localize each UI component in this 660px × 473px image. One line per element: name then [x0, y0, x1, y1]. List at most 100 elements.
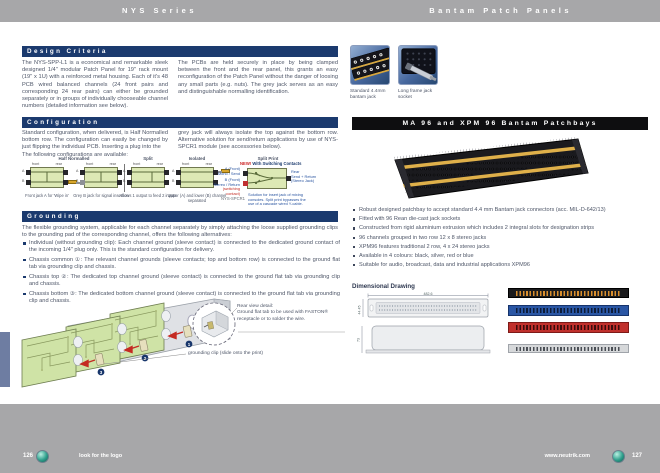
product-caption-long-frame: Long frame jack socket: [398, 89, 433, 100]
feature-bullet: Suitable for audio, broadcast, data and …: [352, 262, 650, 269]
height-dim-label: 44.45: [358, 306, 362, 315]
config-label-split-print: Split Print: [257, 156, 279, 161]
trace-graphic: [181, 171, 213, 183]
rear-view-note: Rear view detail: Ground flat tab to be …: [237, 304, 329, 322]
config-diagram-split: front rear A B: [123, 162, 169, 188]
new-badge: NEW! With Switching Contacts: [240, 161, 314, 166]
grounding-bullet: Chassis top ②: The dedicated top channel…: [22, 274, 340, 288]
design-criteria-col1: The NYS-SPP-L1 is a economical and remar…: [22, 60, 168, 110]
jack-icon: [117, 170, 122, 175]
rear-label: rear: [205, 162, 212, 166]
jack-icon: [26, 180, 31, 185]
config-diagram-isolated: front rear A B: [172, 162, 218, 188]
patchbay-variant-black: [508, 288, 629, 298]
diagram-divider: [124, 164, 125, 192]
grounding-intro: The flexible grounding system, applicabl…: [22, 225, 338, 239]
front-label: front: [32, 162, 40, 166]
jack-icon: [164, 170, 169, 175]
jack-b-label: B: [172, 179, 175, 183]
config-caption-2: Grey B jack for signal insertion: [73, 193, 129, 198]
jack-icon: [213, 180, 218, 185]
jack-b-label: B: [22, 179, 25, 183]
config-label-half-normalled: Half Normalled: [58, 156, 90, 161]
trace-graphic: [132, 171, 164, 183]
section-design-criteria-title: Design Criteria: [22, 46, 338, 57]
section-grounding-title: Grounding: [22, 211, 338, 222]
jack-icon: [63, 170, 68, 175]
config-label-split: Split: [143, 156, 153, 161]
page-footer: 126 look for the logo www.neutrik.com 12…: [0, 404, 660, 473]
feature-bullet: Fitted with 96 Rean die-cast jack socket…: [352, 216, 650, 223]
jack-icon: [63, 180, 68, 185]
jack-a-label: A: [22, 169, 25, 173]
spcr-switching-label: (switching contact): [222, 186, 240, 196]
trace-graphic: [85, 171, 117, 183]
jack-icon: [127, 180, 132, 185]
design-criteria-col2: The PCBs are held securely in place by b…: [178, 60, 338, 95]
bantam-jack-graphic: [351, 47, 389, 81]
page-index-tab: [0, 332, 10, 387]
header-category-title: Bantam Patch Panels: [429, 6, 572, 15]
patchbay-photo: [393, 137, 589, 199]
plug-icon: [218, 169, 230, 173]
depth-dim-label: 73: [357, 338, 361, 342]
section-configuration-title: Configuration: [22, 117, 338, 128]
neutrik-logo: [36, 450, 49, 463]
feature-bullet: 96 channels grouped in two row 12 x 8 st…: [352, 235, 650, 242]
rear-label: rear: [156, 162, 163, 166]
config-diagram-half-normalled-b: front rear A B: [76, 162, 122, 188]
jack-icon: [26, 170, 31, 175]
step-marker-2: 2: [144, 356, 147, 361]
spcr-note: Solution for insert jack of mixing conso…: [248, 192, 306, 207]
config-label-isolated: Isolated: [188, 156, 206, 161]
red-jack-icon: [243, 181, 248, 186]
configuration-col2: grey jack will always isolate the top ag…: [178, 130, 338, 151]
jack-icon: [176, 180, 181, 185]
jack-icon: [127, 170, 132, 175]
config-diagram-half-normalled-a: front rear A B: [22, 162, 68, 188]
configuration-col1: Standard configuration, when delivered, …: [22, 130, 168, 151]
product-photo-long-frame-socket: [398, 45, 438, 85]
jack-icon: [243, 171, 248, 176]
grounding-bullet-list: Individual (without grounding clip): Eac…: [22, 240, 340, 307]
feature-bullet: XPM96 features traditional 2 row, 4 x 24…: [352, 244, 650, 251]
patchbay-banner-title: MA 96 and XPM 96 Bantam Patchbays: [352, 117, 648, 130]
feature-bullet: Available in 4 colours: black, silver, r…: [352, 253, 650, 260]
footer-tagline: look for the logo: [79, 453, 123, 459]
spcr-model-label: NYS-SPCR1: [221, 196, 245, 201]
jack-icon: [213, 170, 218, 175]
patchbay-variant-red: [508, 322, 629, 333]
page-header: NYS Series Bantam Patch Panels: [0, 0, 660, 22]
dimensional-drawing-title: Dimensional Drawing: [352, 283, 415, 290]
product-photo-bantam-jack: [350, 45, 390, 85]
jack-icon: [80, 170, 85, 175]
config-caption-4: Upper (A) and lower (B) channel separate…: [167, 193, 227, 204]
grounding-bullet: Chassis common ①: The relevant channel g…: [22, 257, 340, 271]
trace-graphic: [31, 171, 63, 183]
grounding-bullet: Individual (without grounding clip): Eac…: [22, 240, 340, 254]
patchbay-variant-blue: [508, 305, 629, 316]
product-caption-bantam-jack: Standard 4.4mm bantam jack: [350, 89, 386, 100]
long-frame-socket-graphic: [401, 48, 437, 82]
neutrik-logo: [612, 450, 625, 463]
grounding-illustration: 1 2 3: [21, 298, 345, 388]
grey-jack-icon: [80, 180, 85, 185]
front-label: front: [86, 162, 94, 166]
front-label: front: [182, 162, 190, 166]
trace-graphic: [248, 171, 286, 185]
jack-icon: [176, 170, 181, 175]
jack-icon: [117, 180, 122, 185]
step-marker-3: 3: [100, 370, 103, 375]
rear-label: rear: [55, 162, 62, 166]
new-text: With Switching Contacts: [252, 161, 302, 166]
grounding-bullet: Chassis bottom ③: The dedicated bottom c…: [22, 291, 340, 305]
rear-label: rear: [109, 162, 116, 166]
page-number-left: 126: [23, 453, 34, 459]
spcr-rear-label: Rear Send + Return (Stereo Jack): [291, 169, 317, 184]
footer-website: www.neutrik.com: [544, 453, 590, 459]
grounding-clip-note: grounding clip (slide onto the print): [188, 351, 264, 356]
new-label: NEW!: [240, 161, 252, 166]
dimensional-drawing: 482.6 44.45 73: [357, 292, 491, 354]
width-dim-label: 482.6: [424, 292, 433, 296]
